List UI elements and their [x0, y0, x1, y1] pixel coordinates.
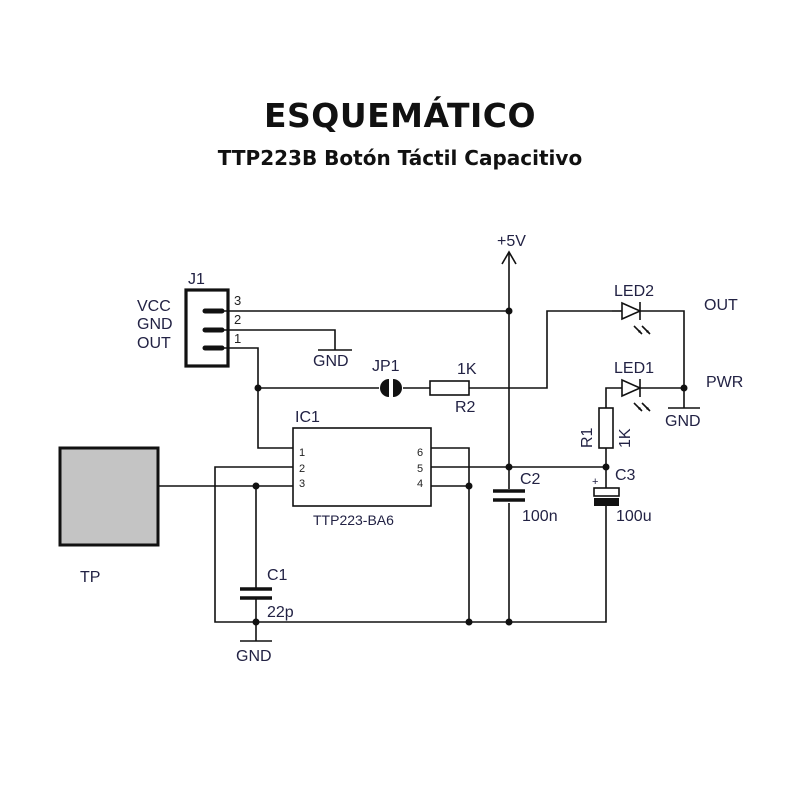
- c3-value: 100u: [616, 508, 652, 525]
- led-led1: LED1: [605, 360, 654, 412]
- jumper-ref: JP1: [372, 358, 400, 375]
- junction-dot: [505, 307, 513, 315]
- ic-pin-6: 6: [417, 447, 423, 459]
- touch-pad-icon[interactable]: [58, 446, 160, 547]
- ic-pin-3: 3: [299, 478, 305, 490]
- led-gnd-label: GND: [665, 413, 701, 430]
- page-subtitle: TTP223B Botón Táctil Capacitivo: [217, 146, 583, 170]
- resistor-body: [429, 380, 470, 396]
- capacitor-negative-plate: [594, 498, 619, 506]
- jumper-pad-right: [393, 379, 402, 397]
- connector-pin-name-vcc: VCC: [137, 298, 171, 315]
- touch-pad-ref: TP: [80, 569, 100, 586]
- junction-dot: [680, 384, 688, 392]
- ic-ref: IC1: [295, 409, 320, 426]
- jumper-pad-left: [380, 379, 389, 397]
- c1-value: 22p: [267, 604, 294, 621]
- led-triangle-icon: [621, 301, 642, 321]
- c3-ref: C3: [615, 467, 636, 484]
- resistor-r1-ref: R1: [579, 427, 596, 448]
- resistor-r1-value: 1K: [617, 428, 634, 448]
- c1-ref: C1: [267, 567, 288, 584]
- ic-ic1: IC1 TTP223-BA6 1 2 3 6 5 4: [292, 409, 432, 528]
- connector-pin-number-3: 3: [234, 293, 241, 308]
- capacitor-positive-plate: [593, 487, 620, 497]
- connector-j1: J1 VCC GND OUT 3 2 1: [137, 271, 241, 368]
- c3-polarity-mark: +: [592, 476, 598, 488]
- ic-pin-2: 2: [299, 463, 305, 475]
- resistor-r1: R1 1K: [579, 407, 634, 449]
- supply-label: +5V: [497, 233, 526, 250]
- connector-body: [184, 288, 230, 368]
- led-led2: LED2: [612, 283, 654, 335]
- junction-dot: [465, 482, 473, 490]
- capacitor-c1: C1 22p: [240, 486, 294, 641]
- connector-pin-number-1: 1: [234, 331, 241, 346]
- supply-5v: +5V: [497, 233, 526, 622]
- ic-pin-4: 4: [417, 478, 423, 490]
- capacitor-c3: + C3 100u: [592, 467, 652, 525]
- bottom-gnd-label: GND: [236, 648, 272, 665]
- led1-ref: LED1: [614, 360, 654, 377]
- connector-gnd-label: GND: [313, 353, 349, 370]
- capacitor-c2: C2 100n: [492, 471, 558, 525]
- led2-anode-wire: [469, 310, 612, 389]
- resistor-r2-ref: R2: [455, 399, 476, 416]
- light-emission-icon: [633, 402, 651, 412]
- gnd-wire: [222, 329, 336, 350]
- connector-ref: J1: [188, 271, 205, 288]
- junction-dot: [252, 618, 260, 626]
- connector-pin-name-out: OUT: [137, 335, 171, 352]
- ic-body: [292, 427, 432, 507]
- touch-pad-tp[interactable]: TP: [58, 446, 160, 586]
- resistor-r2-value: 1K: [457, 361, 477, 378]
- out-wire: [222, 347, 293, 449]
- led-triangle-icon: [621, 378, 642, 398]
- c2-value: 100n: [522, 508, 558, 525]
- pin6-wire: [431, 447, 470, 622]
- resistor-r2: 1K R2: [429, 361, 477, 416]
- c2-ref: C2: [520, 471, 541, 488]
- ic-pin-5: 5: [417, 463, 423, 475]
- connector-pin-name-gnd: GND: [137, 316, 173, 333]
- ic-pin-1: 1: [299, 447, 305, 459]
- net-label-pwr: PWR: [706, 374, 743, 391]
- pin2-gnd-loop-wire: [214, 466, 607, 623]
- junction-dot: [465, 618, 473, 626]
- junction-dot: [505, 618, 513, 626]
- junction-dot: [505, 463, 513, 471]
- resistor-body: [598, 407, 614, 449]
- connector-pin-number-2: 2: [234, 312, 241, 327]
- led1-anode-wire: [605, 387, 622, 408]
- light-emission-icon: [633, 325, 651, 335]
- led-common-wire: [640, 310, 685, 408]
- led2-ref: LED2: [614, 283, 654, 300]
- page-title: ESQUEMÁTICO: [263, 96, 537, 135]
- net-label-out: OUT: [704, 297, 738, 314]
- jumper-jp1: JP1: [372, 358, 402, 397]
- supply-arrow-icon: [501, 250, 517, 265]
- ic-part-number: TTP223-BA6: [313, 512, 394, 528]
